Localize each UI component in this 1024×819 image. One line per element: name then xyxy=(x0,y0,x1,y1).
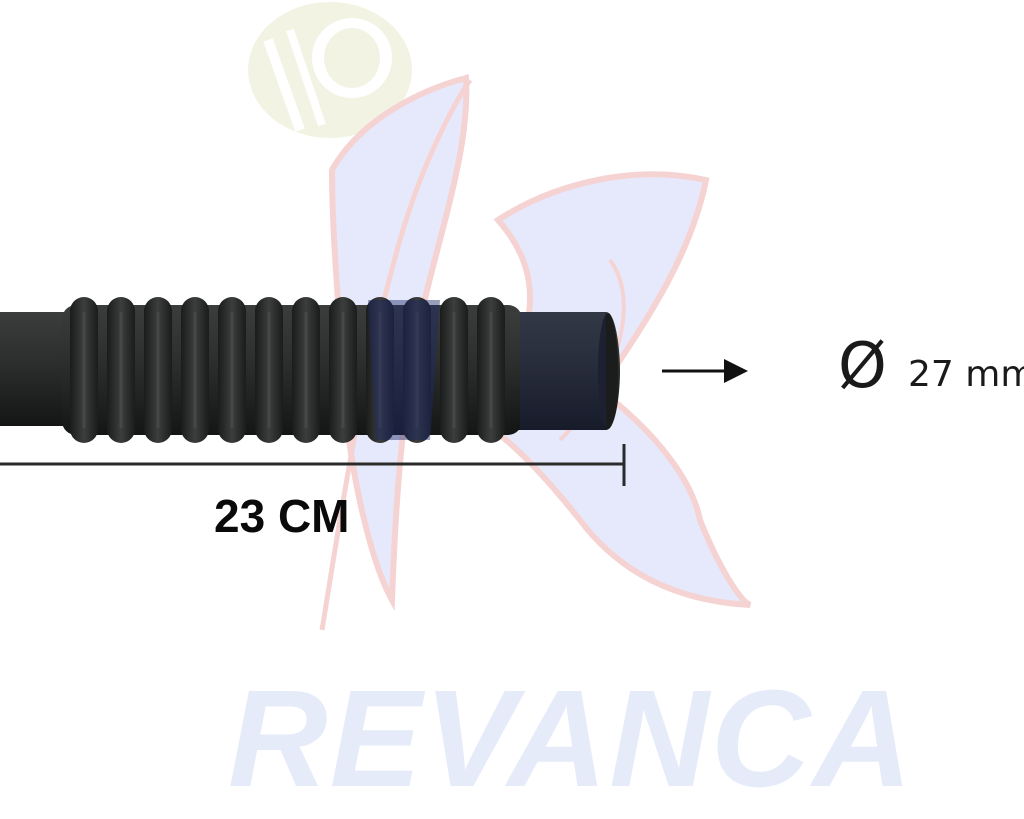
arrow-right-icon xyxy=(662,359,748,383)
watermark-overlay-band-right xyxy=(520,312,606,430)
watermark-overlay-band xyxy=(368,300,440,440)
length-dimension-line xyxy=(0,444,626,486)
watermark-brand-text: REVANCA xyxy=(228,662,915,816)
watermark-nut-icon xyxy=(248,2,412,138)
length-label: 23 CM xyxy=(214,490,350,542)
diameter-symbol: Ø xyxy=(838,329,887,402)
diameter-value: 27 mm xyxy=(908,354,1024,395)
hose-image xyxy=(0,297,620,443)
